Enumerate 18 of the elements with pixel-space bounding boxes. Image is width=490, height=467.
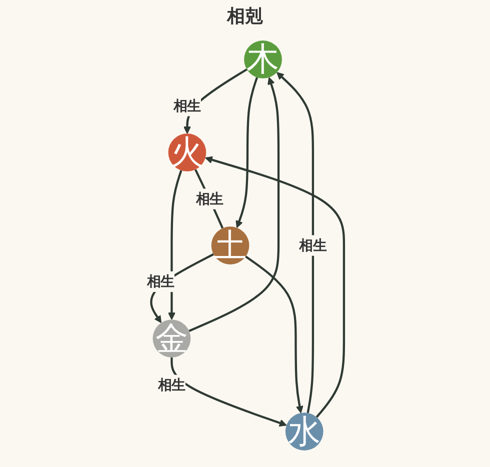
arrow bbox=[204, 156, 345, 418]
arrow bbox=[170, 357, 286, 427]
edge-label: 相生 bbox=[146, 273, 174, 290]
connector bbox=[194, 169, 224, 229]
node-circle: 木 bbox=[244, 40, 282, 78]
arrow bbox=[188, 77, 280, 332]
node-circle: 金 bbox=[152, 320, 190, 358]
node-circle: 土 bbox=[210, 226, 249, 264]
node-circle: 火 bbox=[168, 134, 206, 172]
arrow bbox=[244, 256, 303, 414]
edge-label: 相生 bbox=[195, 190, 223, 207]
edge-label: 相生 bbox=[298, 236, 326, 254]
node-circle: 水 bbox=[284, 412, 323, 450]
edge-label: 相生 bbox=[172, 97, 201, 114]
edge-label: 相生 bbox=[157, 376, 186, 393]
arrow bbox=[235, 77, 258, 228]
arrow bbox=[276, 72, 314, 414]
diagram-label: 相剋 bbox=[227, 5, 263, 28]
